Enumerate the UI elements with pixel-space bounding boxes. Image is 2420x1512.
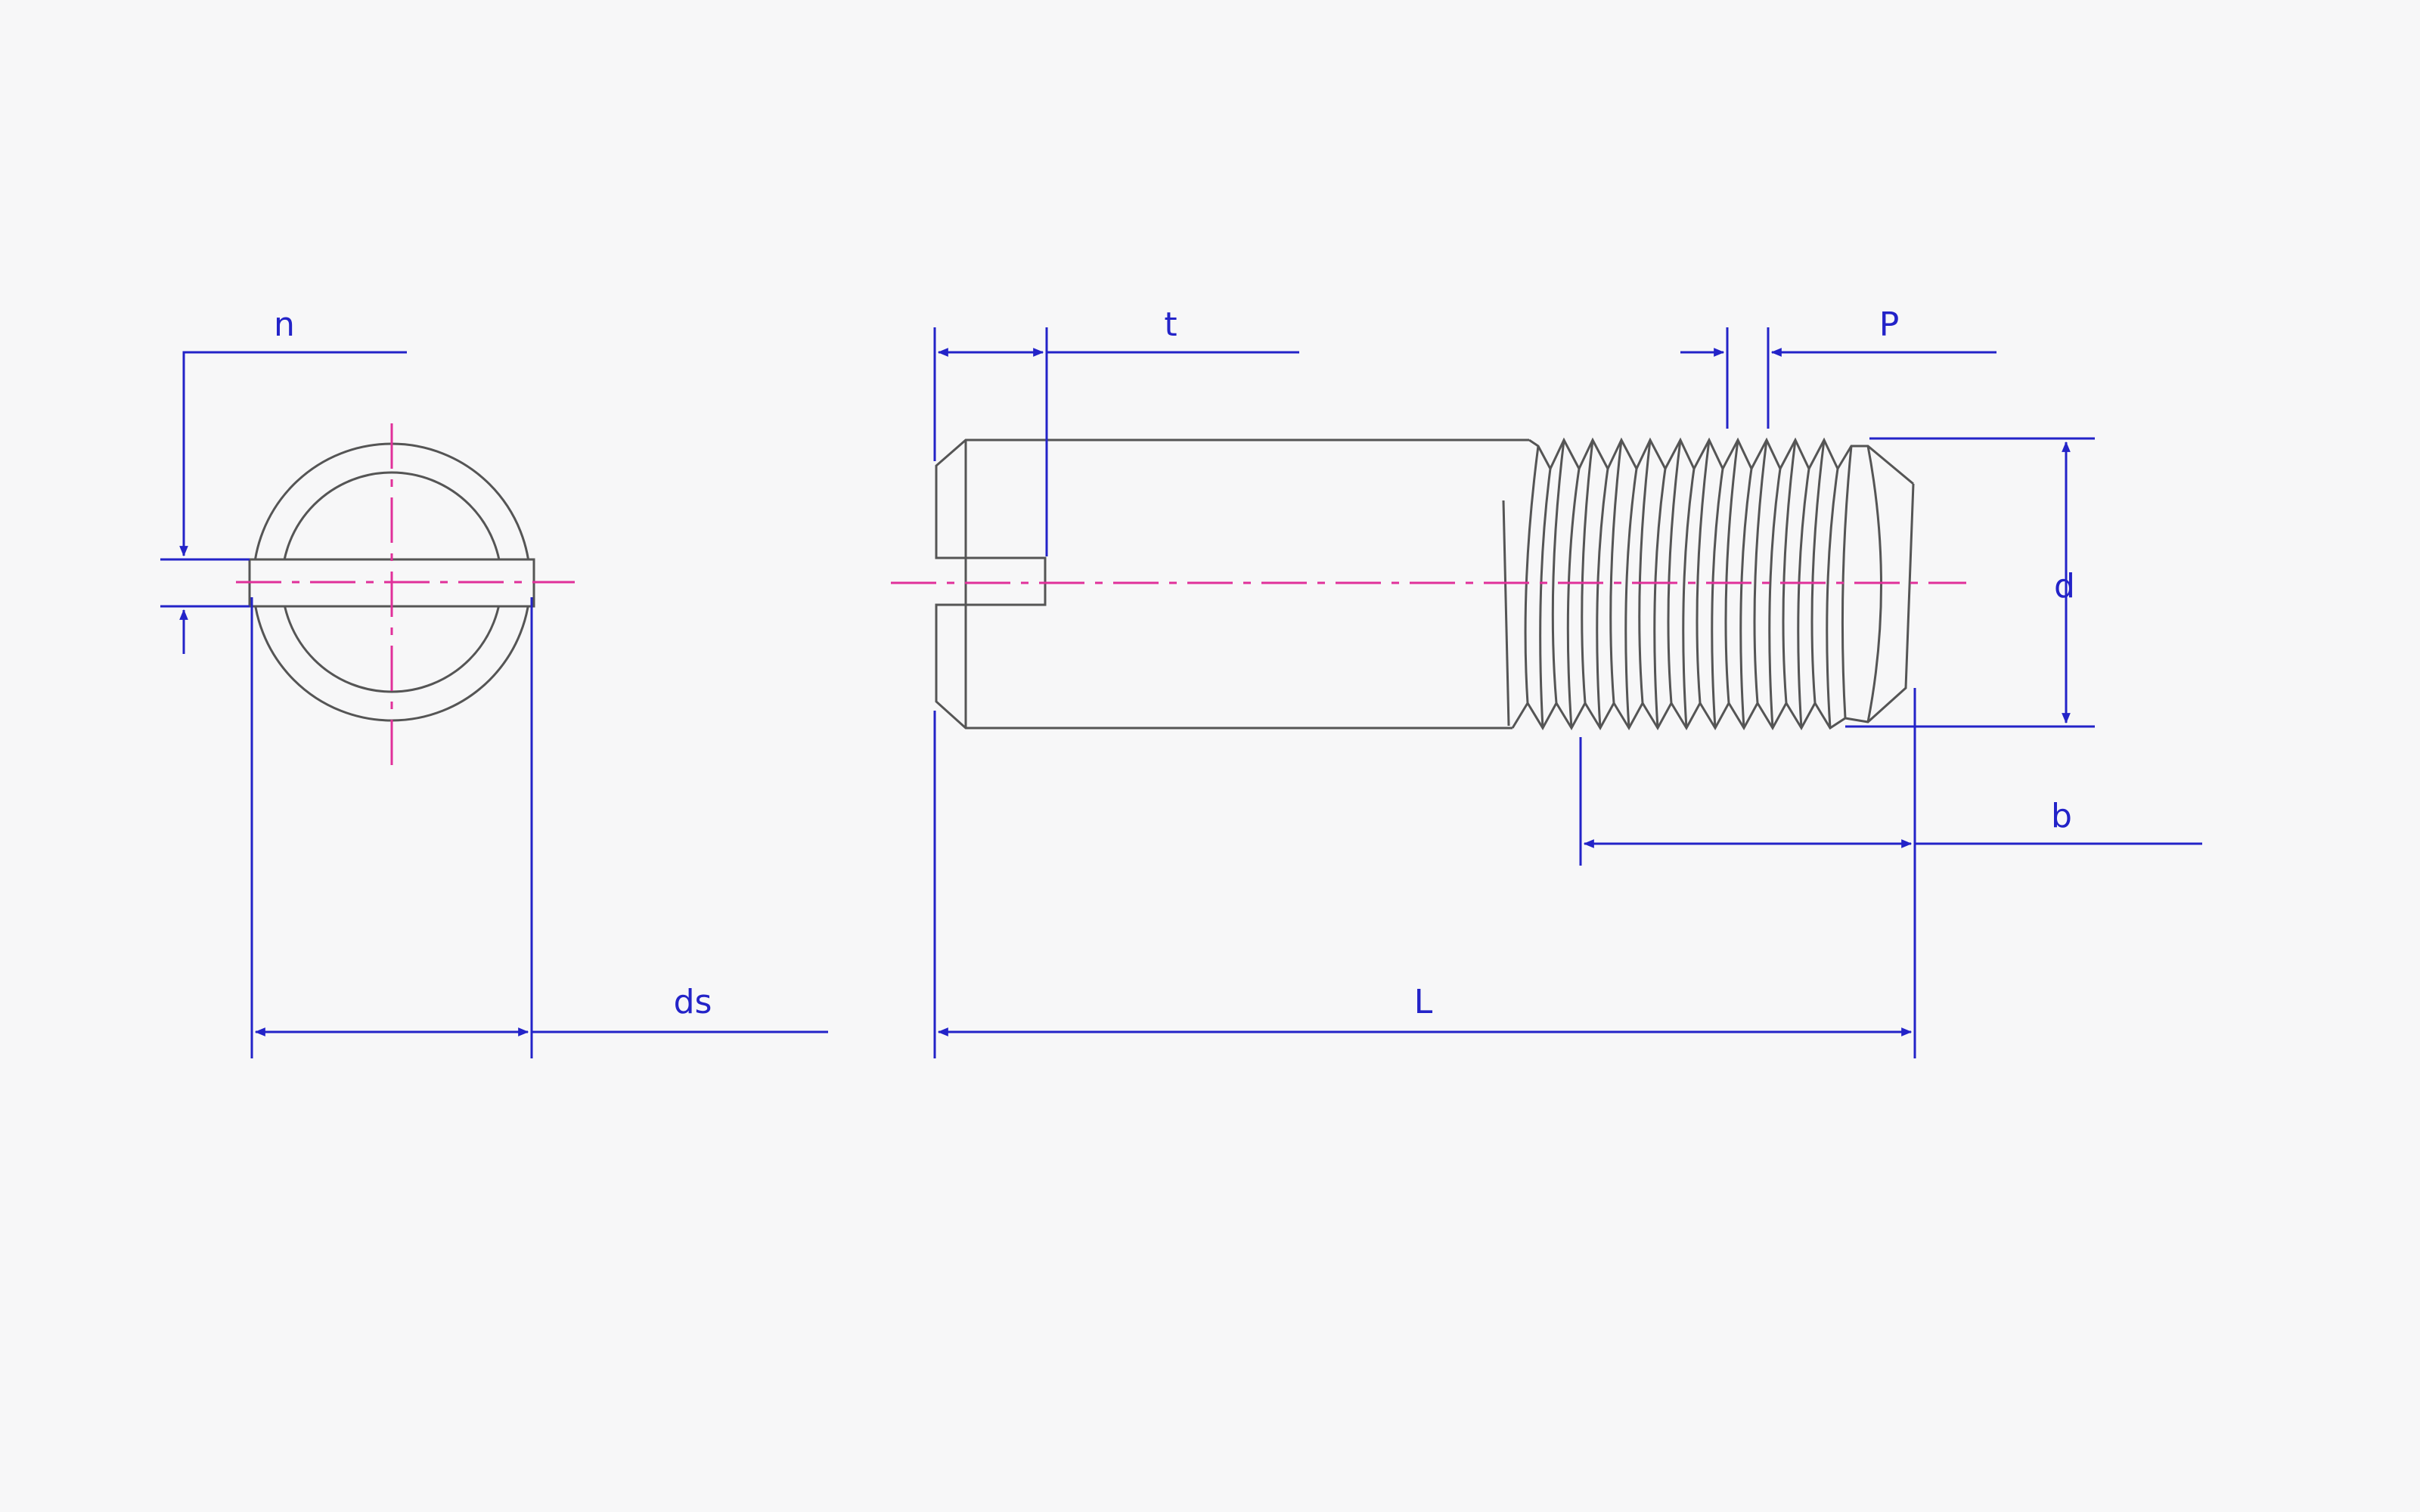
label-n: n (274, 305, 295, 344)
dimension-L: L (933, 711, 1913, 1058)
thread-start-line (1502, 500, 1510, 727)
thread-flanks (1524, 439, 1882, 729)
end-view (236, 423, 575, 767)
label-d: d (2054, 567, 2075, 606)
dimension-n-leader (179, 351, 407, 557)
dimension-d: d (1845, 437, 2095, 728)
thread-top-crest (1528, 437, 1914, 485)
dimension-t: t (933, 305, 1299, 556)
dimension-n: n (160, 305, 407, 654)
threaded-section (1511, 437, 1915, 731)
dimension-b: b (1579, 688, 2202, 1058)
label-t: t (1164, 305, 1177, 344)
label-P: P (1879, 305, 1900, 344)
screw-body-outline (935, 438, 1529, 730)
label-L: L (1414, 983, 1433, 1021)
dimension-P: P (1680, 305, 1996, 429)
dimension-ds: ds (250, 597, 828, 1058)
label-b: b (2051, 797, 2072, 835)
side-view (891, 437, 1966, 731)
label-ds: ds (674, 983, 712, 1021)
